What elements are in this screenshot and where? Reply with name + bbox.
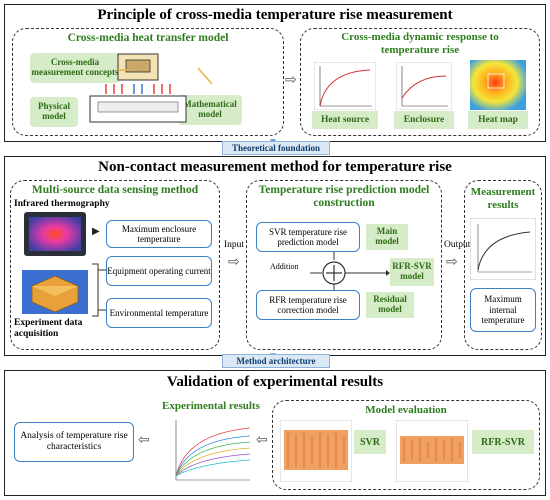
max-enclosure-temp-box: Maximum enclosure temperature bbox=[106, 220, 212, 248]
enclosure-label: Enclosure bbox=[394, 111, 454, 129]
heat-transfer-model-panel bbox=[12, 28, 284, 136]
rfr-svr-residual-plot bbox=[396, 420, 468, 482]
rfr-model-box: RFR temperature rise correction model bbox=[256, 290, 360, 320]
heat-source-label: Heat source bbox=[312, 111, 378, 129]
heat-map-label: Heat map bbox=[468, 111, 528, 129]
left-arrow-icon: ⇦ bbox=[256, 433, 268, 448]
experimental-results-chart bbox=[166, 416, 252, 488]
thermal-camera-image bbox=[24, 212, 86, 256]
sensing-panel bbox=[10, 180, 220, 350]
enclosure-plot bbox=[396, 62, 452, 110]
theoretical-foundation-banner: Theoretical foundation bbox=[222, 141, 330, 155]
rfr-svr-label: RFR-SVR bbox=[472, 430, 534, 454]
principle-title: Principle of cross-media temperature ris… bbox=[97, 7, 453, 23]
heat-source-plot bbox=[314, 62, 376, 110]
heat-map-image bbox=[470, 60, 526, 110]
model-evaluation-panel bbox=[272, 400, 540, 490]
arrow-icon bbox=[118, 69, 130, 71]
acquisition-label: Experiment data acquisition bbox=[14, 318, 83, 339]
results-title: Measurement results bbox=[470, 186, 536, 211]
experimental-results-title: Experimental results bbox=[162, 400, 260, 412]
sensing-title: Multi-source data sensing method bbox=[31, 184, 199, 196]
operating-current-box: Equipment operating current bbox=[106, 256, 212, 286]
validation-title: Validation of experimental results bbox=[166, 374, 384, 390]
right-arrow-icon: ⇨ bbox=[228, 255, 240, 270]
right-arrow-icon: ▶ bbox=[92, 226, 100, 237]
physical-model-box: Physical model bbox=[30, 97, 78, 127]
analysis-box: Analysis of temperature rise characteris… bbox=[14, 422, 134, 462]
rfr-svr-model-label: RFR-SVR model bbox=[390, 258, 434, 286]
input-label: Input bbox=[224, 240, 245, 250]
max-internal-temp-box: Maximum internal temperature bbox=[470, 288, 536, 332]
environment-temp-box: Environmental temperature bbox=[106, 298, 212, 328]
dynamic-response-title: Cross-media dynamic response to temperat… bbox=[341, 31, 499, 57]
residual-model-label: Residual model bbox=[366, 292, 414, 318]
prediction-title: Temperature rise prediction model constr… bbox=[258, 184, 430, 210]
output-label: Output bbox=[444, 240, 471, 250]
left-arrow-icon: ⇦ bbox=[138, 433, 150, 448]
model-evaluation-title: Model evaluation bbox=[365, 404, 447, 416]
infrared-label: Infrared thermography bbox=[14, 199, 110, 209]
results-panel bbox=[464, 180, 542, 350]
right-arrow-icon: ⇨ bbox=[285, 73, 297, 88]
equipment-image bbox=[22, 270, 88, 314]
bracket-connector bbox=[92, 263, 106, 317]
concepts-box: Cross-media measurement concepts bbox=[30, 53, 120, 83]
addition-label: Addition bbox=[270, 262, 299, 271]
apparatus-illustration bbox=[89, 53, 187, 123]
right-arrow-icon: ⇨ bbox=[446, 255, 458, 270]
arrow-icon bbox=[197, 67, 213, 85]
svr-label: SVR bbox=[354, 430, 386, 454]
model-connectors bbox=[333, 252, 335, 290]
svr-residual-plot bbox=[280, 420, 352, 482]
addition-symbol bbox=[310, 261, 390, 285]
svr-model-box: SVR temperature rise prediction model bbox=[256, 222, 360, 252]
main-model-label: Main model bbox=[366, 224, 408, 250]
results-plot bbox=[470, 218, 536, 280]
dynamic-response-panel bbox=[300, 28, 540, 136]
prediction-panel bbox=[246, 180, 442, 350]
method-architecture-banner: Method architecture bbox=[222, 354, 330, 368]
validation-section bbox=[4, 370, 546, 496]
method-title: Non-contact measurement method for tempe… bbox=[98, 159, 452, 175]
mathematical-model-box: Mathematical model bbox=[178, 95, 242, 125]
heat-transfer-model-title: Cross-media heat transfer model bbox=[67, 32, 229, 44]
